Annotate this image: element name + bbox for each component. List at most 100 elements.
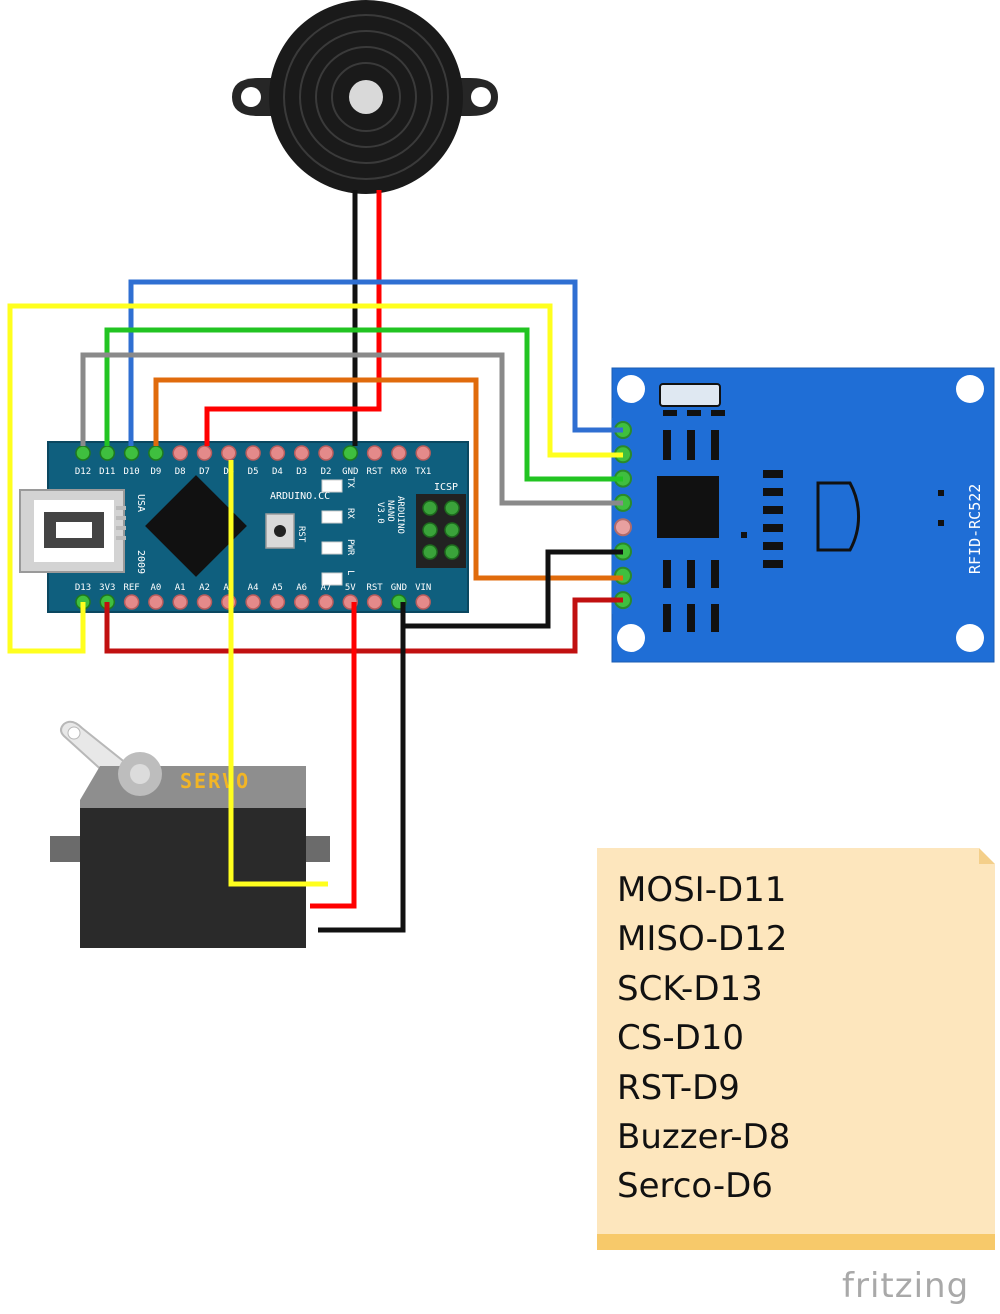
svg-text:V3.0: V3.0: [375, 502, 385, 524]
servo-motor: SERVO: [50, 720, 330, 948]
pin-label: RST: [366, 583, 383, 593]
rfid-components: [663, 410, 944, 632]
svg-text:ARDUINO: ARDUINO: [395, 496, 405, 534]
buzzer-center: [349, 80, 383, 114]
led-pwr: [321, 541, 343, 555]
pin-label: REF: [123, 583, 139, 593]
smd-component: [711, 560, 719, 588]
pin-label: 5V: [345, 583, 356, 593]
rfid-hole: [956, 624, 984, 652]
pin-gnd: [342, 445, 359, 461]
board-country: USA: [135, 494, 146, 512]
buzzer-mount-hole-right: [471, 87, 491, 107]
led-rx: [321, 510, 343, 524]
bottom-pin-row: [75, 594, 431, 610]
pin-tx1: [415, 445, 431, 461]
note-lines: MOSI-D11 MISO-D12 SCK-D13 CS-D10 RST-D9 …: [617, 866, 790, 1212]
smd-component: [763, 506, 783, 514]
pin-label: D13: [75, 583, 91, 593]
pin-label: A0: [150, 583, 161, 593]
pin-a2: [196, 594, 213, 610]
pin-d9: [148, 445, 164, 461]
rfid-module: RFID-RC522: [611, 367, 995, 663]
pin-label: D11: [99, 467, 115, 477]
board-site: ARDUINO.CC: [270, 491, 330, 502]
pin-rst: [366, 594, 383, 610]
arduino-board: [47, 441, 469, 613]
led-label: PWR: [345, 539, 355, 556]
rfid-label: RFID-RC522: [966, 484, 984, 574]
wires: [7, 190, 623, 933]
pin-d7: [196, 445, 213, 461]
wire-buzzer-signal: [204, 190, 382, 446]
pin-label: GND: [391, 583, 407, 593]
pin-d5: [245, 445, 261, 461]
pin-ref: [123, 594, 140, 610]
note-line: Buzzer-D8: [617, 1117, 791, 1158]
note-fold: [979, 848, 995, 864]
smd-component: [663, 560, 671, 588]
pin-a4: [245, 594, 261, 610]
wire-servo-gnd: [318, 626, 406, 933]
smd-component: [763, 488, 783, 496]
pin-d11: [99, 445, 116, 461]
wire-servo-power: [310, 602, 357, 909]
pin-notes: MOSI-D11 MISO-D12 SCK-D13 CS-D10 RST-D9 …: [597, 848, 995, 1250]
servo-body: [80, 808, 306, 948]
pin-label: D2: [321, 467, 332, 477]
pin-label: A5: [272, 583, 283, 593]
reset-label: RST: [296, 526, 306, 543]
pin-label: D3: [296, 467, 307, 477]
pin-d8: [172, 445, 188, 461]
wire-miso-d12: [80, 352, 623, 506]
wire-sck-d13: [7, 303, 623, 654]
pin-a6: [293, 594, 310, 610]
board-year: 2009: [135, 550, 146, 574]
buzzer: [232, 0, 498, 194]
pin-d2: [318, 445, 334, 461]
rfid-chip: [657, 476, 719, 538]
icsp-pin: [444, 500, 460, 516]
icsp-pins: [422, 500, 460, 560]
buzzer-mount-hole-left: [241, 87, 261, 107]
wire-mosi-d11: [104, 327, 623, 482]
rfid-hole: [617, 624, 645, 652]
rfid-antenna-outline: [816, 481, 860, 552]
wire-rfid-3v3: [104, 597, 623, 654]
icsp-pin: [422, 544, 438, 560]
smd-component: [763, 542, 783, 550]
note-bottom-strip: [597, 1234, 995, 1250]
icsp-label: ICSP: [434, 482, 458, 493]
pin-label: A7: [321, 583, 332, 593]
pin-d4: [269, 445, 286, 461]
pin-label: D9: [150, 467, 161, 477]
note-line: MISO-D12: [617, 919, 788, 960]
smd-component: [741, 532, 747, 538]
pin-label: GND: [342, 467, 358, 477]
model-label: ARDUINO NANO V3.0: [375, 496, 405, 534]
note-line: RST-D9: [617, 1067, 740, 1108]
pin-label: A4: [248, 583, 259, 593]
icsp-pin: [444, 522, 460, 538]
rfid-pin: [614, 518, 632, 537]
smd-component: [763, 560, 783, 568]
smd-component: [687, 604, 695, 632]
pin-a0: [148, 594, 164, 610]
pin-label: D8: [175, 467, 186, 477]
pin-label: A2: [199, 583, 210, 593]
smd-component: [938, 520, 944, 526]
pin-rx0: [391, 445, 407, 461]
pin-label: D10: [123, 467, 139, 477]
servo-label: SERVO: [180, 769, 250, 793]
pin-label: RX0: [391, 467, 407, 477]
rfid-crystal: [659, 383, 721, 407]
led-label: L: [345, 570, 355, 575]
smd-component: [711, 604, 719, 632]
pin-a5: [269, 594, 286, 610]
pin-label: A6: [296, 583, 307, 593]
smd-component: [687, 410, 701, 416]
pin-label: TX1: [415, 467, 431, 477]
